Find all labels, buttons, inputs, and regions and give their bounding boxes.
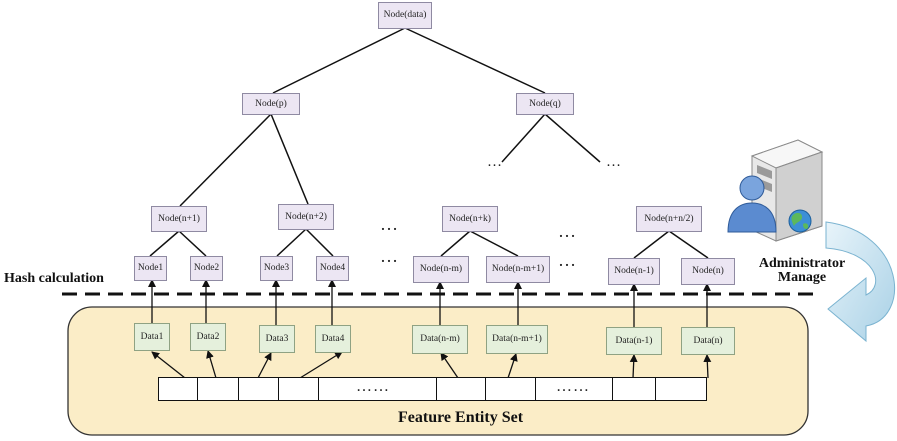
globe-icon — [788, 209, 812, 233]
data-block-2-label: Data2 — [196, 331, 220, 342]
feature-cell — [485, 377, 536, 401]
data-block-2: Data2 — [190, 323, 226, 351]
tree-ellipsis-q-left: … — [487, 154, 503, 170]
node-n-plus-n-half-label: Node(n+n/2) — [644, 213, 694, 224]
administrator-manage-label: Administrator Manage — [740, 257, 864, 285]
data-block-n: Data(n) — [681, 327, 735, 355]
feature-cell — [655, 377, 707, 401]
leaf-node-2-label: Node2 — [193, 263, 220, 273]
feature-cell — [612, 377, 656, 401]
feature-cell — [436, 377, 486, 401]
tree-ellipsis-right-upper: … — [558, 221, 577, 241]
data-block-n-minus-1-label: Data(n-1) — [615, 335, 653, 346]
leaf-node-1: Node1 — [134, 256, 167, 281]
leaf-node-n-minus-1: Node(n-1) — [608, 258, 660, 285]
tree-ellipsis-right-lower: … — [558, 250, 577, 270]
data-block-n-minus-m-plus-1-label: Data(n-m+1) — [492, 334, 542, 344]
root-node: Node(data) — [378, 2, 432, 29]
data-block-1-label: Data1 — [140, 331, 164, 342]
leaf-node-n: Node(n) — [681, 258, 735, 285]
administrator-label: Administrator — [758, 256, 846, 271]
data-block-1: Data1 — [134, 323, 170, 351]
node-p-label: Node(p) — [255, 98, 287, 109]
data-block-n-minus-m: Data(n-m) — [412, 325, 468, 354]
data-block-n-minus-m-plus-1: Data(n-m+1) — [486, 325, 548, 354]
manage-label: Manage — [777, 270, 827, 285]
tree-ellipsis-mid-lower: … — [380, 246, 399, 266]
feature-cell — [278, 377, 319, 401]
feature-cell-ellipsis — [318, 377, 437, 401]
node-p: Node(p) — [242, 93, 300, 115]
feature-ellipsis-1: …… — [356, 378, 390, 395]
feature-entity-set-label: Feature Entity Set — [398, 409, 524, 426]
node-n-plus-2: Node(n+2) — [278, 204, 334, 230]
data-block-4: Data4 — [315, 325, 351, 353]
tree-ellipsis-q-right: … — [606, 154, 622, 170]
node-n-plus-1: Node(n+1) — [151, 206, 207, 232]
leaf-node-n-label: Node(n) — [692, 266, 724, 276]
leaf-node-n-minus-m-plus-1-label: Node(n-m+1) — [491, 264, 545, 274]
leaf-node-2: Node2 — [190, 256, 223, 281]
data-block-4-label: Data4 — [321, 333, 345, 344]
leaf-node-4-label: Node4 — [319, 263, 346, 273]
data-block-n-minus-1: Data(n-1) — [606, 327, 662, 355]
leaf-node-n-minus-m: Node(n-m) — [413, 256, 469, 283]
feature-cell — [238, 377, 279, 401]
node-q: Node(q) — [516, 93, 574, 115]
user-icon — [727, 175, 777, 233]
feature-arrows — [151, 350, 712, 379]
leaf-node-1-label: Node1 — [137, 263, 164, 273]
hash-arrows — [148, 279, 711, 327]
data-block-3: Data3 — [259, 325, 295, 353]
feature-ellipsis-2: …… — [556, 378, 590, 395]
node-n-plus-n-half: Node(n+n/2) — [636, 206, 702, 232]
feature-cell — [197, 377, 239, 401]
node-n-plus-1-label: Node(n+1) — [158, 213, 200, 224]
node-n-plus-k: Node(n+k) — [442, 206, 498, 232]
feature-cell — [158, 377, 198, 401]
leaf-node-3: Node3 — [260, 256, 293, 281]
leaf-node-n-minus-1-label: Node(n-1) — [614, 266, 654, 276]
data-block-n-minus-m-label: Data(n-m) — [420, 334, 460, 344]
leaf-node-n-minus-m-label: Node(n-m) — [419, 264, 463, 274]
tree-ellipsis-mid-upper: … — [380, 214, 399, 234]
data-block-3-label: Data3 — [265, 333, 289, 344]
root-node-label: Node(data) — [383, 10, 427, 20]
leaf-node-3-label: Node3 — [263, 263, 290, 273]
leaf-node-n-minus-m-plus-1: Node(n-m+1) — [486, 256, 550, 283]
node-n-plus-2-label: Node(n+2) — [285, 211, 327, 222]
curved-arrow-icon — [825, 221, 896, 343]
leaf-node-4: Node4 — [316, 256, 349, 281]
hash-calculation-label: Hash calculation — [4, 271, 104, 286]
data-block-n-label: Data(n) — [693, 335, 723, 346]
tree-edges — [149, 27, 709, 259]
node-q-label: Node(q) — [529, 98, 561, 109]
node-n-plus-k-label: Node(n+k) — [449, 213, 491, 224]
